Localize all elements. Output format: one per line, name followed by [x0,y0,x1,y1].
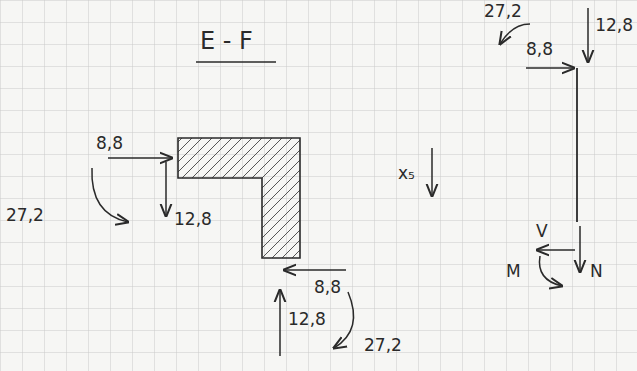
hatching [40,120,430,260]
force-label: x₅ [398,164,415,183]
force-label: M [506,262,521,281]
force-label: 27,2 [484,2,522,21]
force-label: N [590,262,603,281]
section-title: E - F [200,28,253,54]
force-arrows [92,8,588,356]
force-label: 12,8 [174,210,212,229]
force-label: 27,2 [6,206,44,225]
force-label: 12,8 [288,310,326,329]
force-label: 8,8 [314,278,341,297]
title-underline [196,61,276,63]
force-label: 27,2 [364,336,402,355]
force-label: 8,8 [526,40,553,59]
force-label: 8,8 [96,134,123,153]
l-section [178,138,300,258]
force-label: V [536,222,548,241]
force-label: 12,8 [595,16,633,35]
